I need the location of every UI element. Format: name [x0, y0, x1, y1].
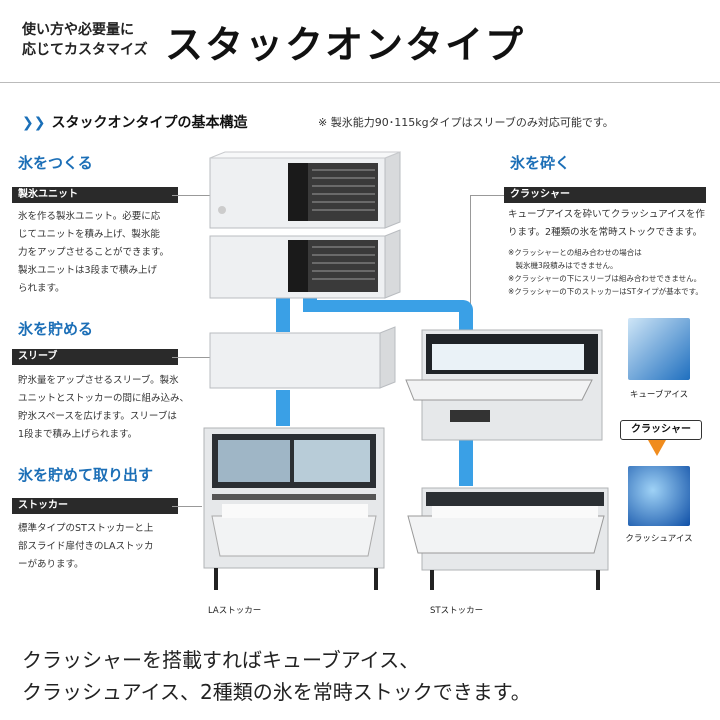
store-heading: 氷を貯める [18, 320, 94, 338]
crushed-ice-image [628, 466, 690, 526]
header-divider [0, 82, 720, 83]
header-subtitle: 使い方や必要量に 応じてカスタマイズ [22, 20, 162, 60]
subtitle-line2: 応じてカスタマイズ [22, 42, 148, 58]
section-note: ※ 製氷能力90･115kgタイプはスリーブのみ対応可能です。 [318, 116, 614, 129]
cube-ice-image [628, 318, 690, 380]
crush-heading: 氷を砕く [510, 154, 571, 172]
page-title: スタックオンタイプ [165, 23, 526, 67]
cube-caption: キューブアイス [629, 390, 689, 400]
pipe-left-2 [276, 390, 290, 426]
pipe-crusher-to-st [459, 440, 473, 486]
section-heading-text: スタックオンタイプの基本構造 [51, 115, 248, 131]
dispense-desc: 標準タイプのSTストッカーと上 部スライド扉付きのLAストッカ ーがあります。 [18, 523, 154, 570]
sleeve-unit [209, 326, 396, 389]
make-connector [172, 195, 210, 196]
store-connector [172, 357, 210, 358]
section-heading: ❯❯ スタックオンタイプの基本構造 [22, 112, 247, 132]
crush-desc: キューブアイスを砕いてクラッシュアイスを作 ります。2種類の氷を常時ストックでき… [508, 209, 705, 238]
crush-label: クラッシャー [504, 187, 706, 203]
la-caption: LAストッカー [208, 606, 262, 616]
crushed-caption: クラッシュアイス [625, 534, 693, 544]
dispense-connector [172, 506, 202, 507]
dispense-heading: 氷を貯めて取り出す [18, 466, 154, 484]
crusher-unit [405, 329, 603, 441]
crush-connector-v [470, 195, 471, 325]
dispense-label: ストッカー [12, 498, 178, 514]
bottom-message: クラッシャーを搭載すればキューブアイス、 クラッシュアイス、2種類の氷を常時スト… [22, 644, 712, 708]
arrow-down-icon [648, 440, 666, 456]
bottom-line2: クラッシュアイス、2種類の氷を常時ストックできます。 [22, 680, 531, 704]
pipe-left-1 [276, 296, 290, 332]
machine-stack-illustration [203, 151, 609, 590]
st-caption: STストッカー [430, 606, 484, 616]
ice-maker-unit-2 [209, 229, 401, 299]
double-chevron-icon: ❯❯ [22, 115, 46, 131]
store-label: スリーブ [12, 349, 178, 365]
pipe-right-to-crusher [459, 300, 473, 332]
crush-connector-h [470, 195, 504, 196]
st-stocker [407, 487, 609, 590]
make-heading: 氷をつくる [18, 154, 93, 172]
store-desc: 貯氷量をアップさせるスリーブ。製氷 ユニットとストッカーの間に組み込み、 貯氷ス… [18, 375, 190, 440]
crush-notes: ※クラッシャーとの組み合わせの場合は 製氷機3段積みはできません。 ※クラッシャ… [508, 248, 703, 296]
la-stocker [203, 427, 385, 590]
bottom-line1: クラッシャーを搭載すればキューブアイス、 [22, 648, 420, 672]
crusher-tag: クラッシャー [620, 420, 702, 440]
make-label: 製氷ユニット [12, 187, 178, 203]
make-desc: 氷を作る製氷ユニット。必要に応 じてユニットを積み上げ、製氷能 力をアップさせる… [18, 211, 170, 294]
pipe-right-horizontal [303, 300, 473, 312]
subtitle-line1: 使い方や必要量に [22, 22, 134, 38]
ice-maker-unit-1 [209, 151, 401, 229]
